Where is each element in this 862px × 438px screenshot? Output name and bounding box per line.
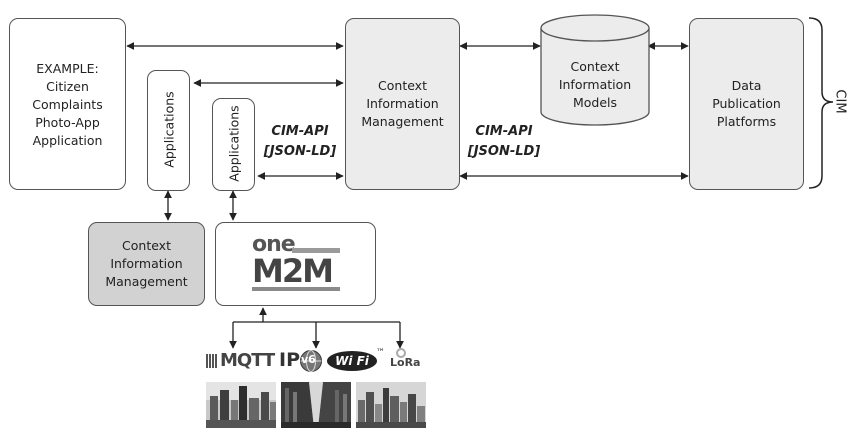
lora-signal-icon (396, 348, 406, 358)
lora-text: LoRa (390, 356, 421, 369)
ipv6-logo: IP v6 (279, 348, 325, 374)
city-photo-3 (356, 382, 426, 428)
applications-left-box (147, 70, 190, 191)
mqtt-text: MQTT (220, 350, 275, 371)
wifi-logo: Wi Fi ™ (327, 348, 385, 373)
onem2m-logo: one M2M (252, 234, 342, 294)
wifi-text: Wi Fi (335, 354, 369, 368)
ipv6-globe-icon (300, 350, 322, 372)
example-app-label: EXAMPLE: Citizen Complaints Photo-App Ap… (32, 61, 103, 148)
models-cylinder (540, 14, 650, 126)
ipv6-text: IP (279, 349, 300, 371)
cim-api-left: CIM-API [JSON-LD] (263, 124, 337, 159)
cim-center-label: Context Information Management (361, 78, 444, 129)
onem2m-logo-one: one (252, 232, 296, 257)
ipv6-version: v6 (301, 353, 316, 366)
cim-lower-box (88, 222, 205, 306)
applications-right-box (212, 98, 255, 191)
cim-bracket (808, 17, 834, 189)
city-photo-1 (206, 382, 276, 428)
cim-center-box (345, 18, 460, 190)
wifi-trademark: ™ (376, 348, 385, 358)
applications-left-label: Applications (161, 91, 177, 168)
data-publication-label: Data Publication Platforms (712, 78, 781, 129)
lora-logo: LoRa (388, 348, 428, 374)
example-app-box (9, 18, 126, 190)
applications-right-label: Applications (226, 105, 242, 182)
onem2m-logo-underbar (252, 287, 340, 291)
mqtt-icon (206, 354, 218, 368)
cim-api-right: CIM-API [JSON-LD] (467, 124, 541, 159)
cim-bracket-label: CIM (832, 89, 848, 114)
models-label: Context Information Models (558, 59, 632, 110)
cim-lower-label: Context Information Management (105, 238, 188, 289)
onem2m-logo-m2m: M2M (252, 252, 334, 290)
data-publication-box (689, 18, 804, 190)
mqtt-logo: MQTT (206, 350, 276, 374)
onem2m-logo-bar (292, 248, 340, 253)
wifi-oval (327, 351, 377, 371)
onem2m-box (215, 222, 376, 306)
city-photo-2 (281, 382, 351, 428)
